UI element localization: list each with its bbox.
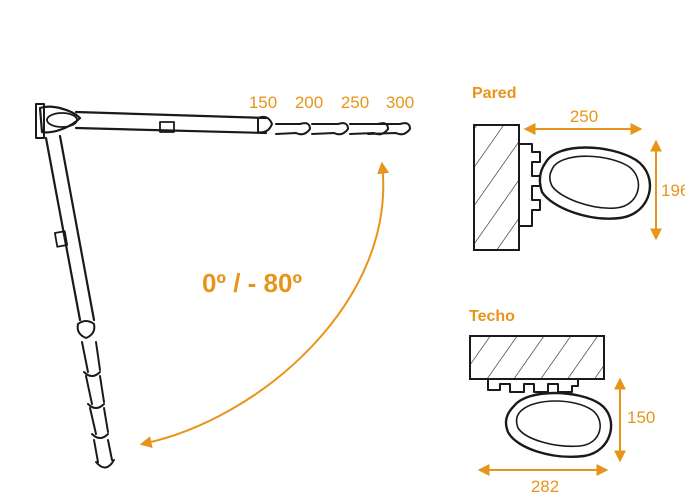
arm-mount-plate: [35, 103, 45, 139]
arm-horizontal: [35, 103, 411, 139]
wall-block: [473, 124, 520, 251]
ceiling-height-label: 150: [627, 408, 655, 427]
arm-horizontal-body: [74, 110, 268, 135]
ceiling-title: Techo: [469, 308, 515, 325]
ceiling-width-label: 282: [531, 477, 559, 494]
wall-height-label: 196: [661, 181, 685, 200]
wall-title: Pared: [472, 85, 516, 102]
rotation-label: 0º / - 80º: [202, 268, 302, 298]
reach-label-250: 250: [341, 93, 369, 112]
arm-extension-segments: [257, 115, 411, 136]
reach-label-200: 200: [295, 93, 323, 112]
arm-lowered-segments: [76, 320, 115, 469]
arm-lowered-clip: [53, 230, 69, 248]
arm-pivot-head: [38, 105, 82, 134]
reach-label-150: 150: [249, 93, 277, 112]
arm-pivot-lens: [46, 112, 78, 128]
wall-bracket: [518, 143, 541, 227]
arm-lowered-body: [44, 134, 96, 322]
wall-width-label: 250: [570, 107, 598, 126]
rotation-arc: [139, 161, 390, 448]
ceiling-lamp-head: [504, 391, 613, 458]
ceiling-bracket: [487, 378, 579, 393]
ceiling-block: [469, 335, 605, 380]
arm-joint-clip: [159, 121, 175, 133]
wall-lamp-head: [538, 146, 652, 220]
reach-label-300: 300: [386, 93, 414, 112]
arm-lowered: [44, 134, 115, 469]
